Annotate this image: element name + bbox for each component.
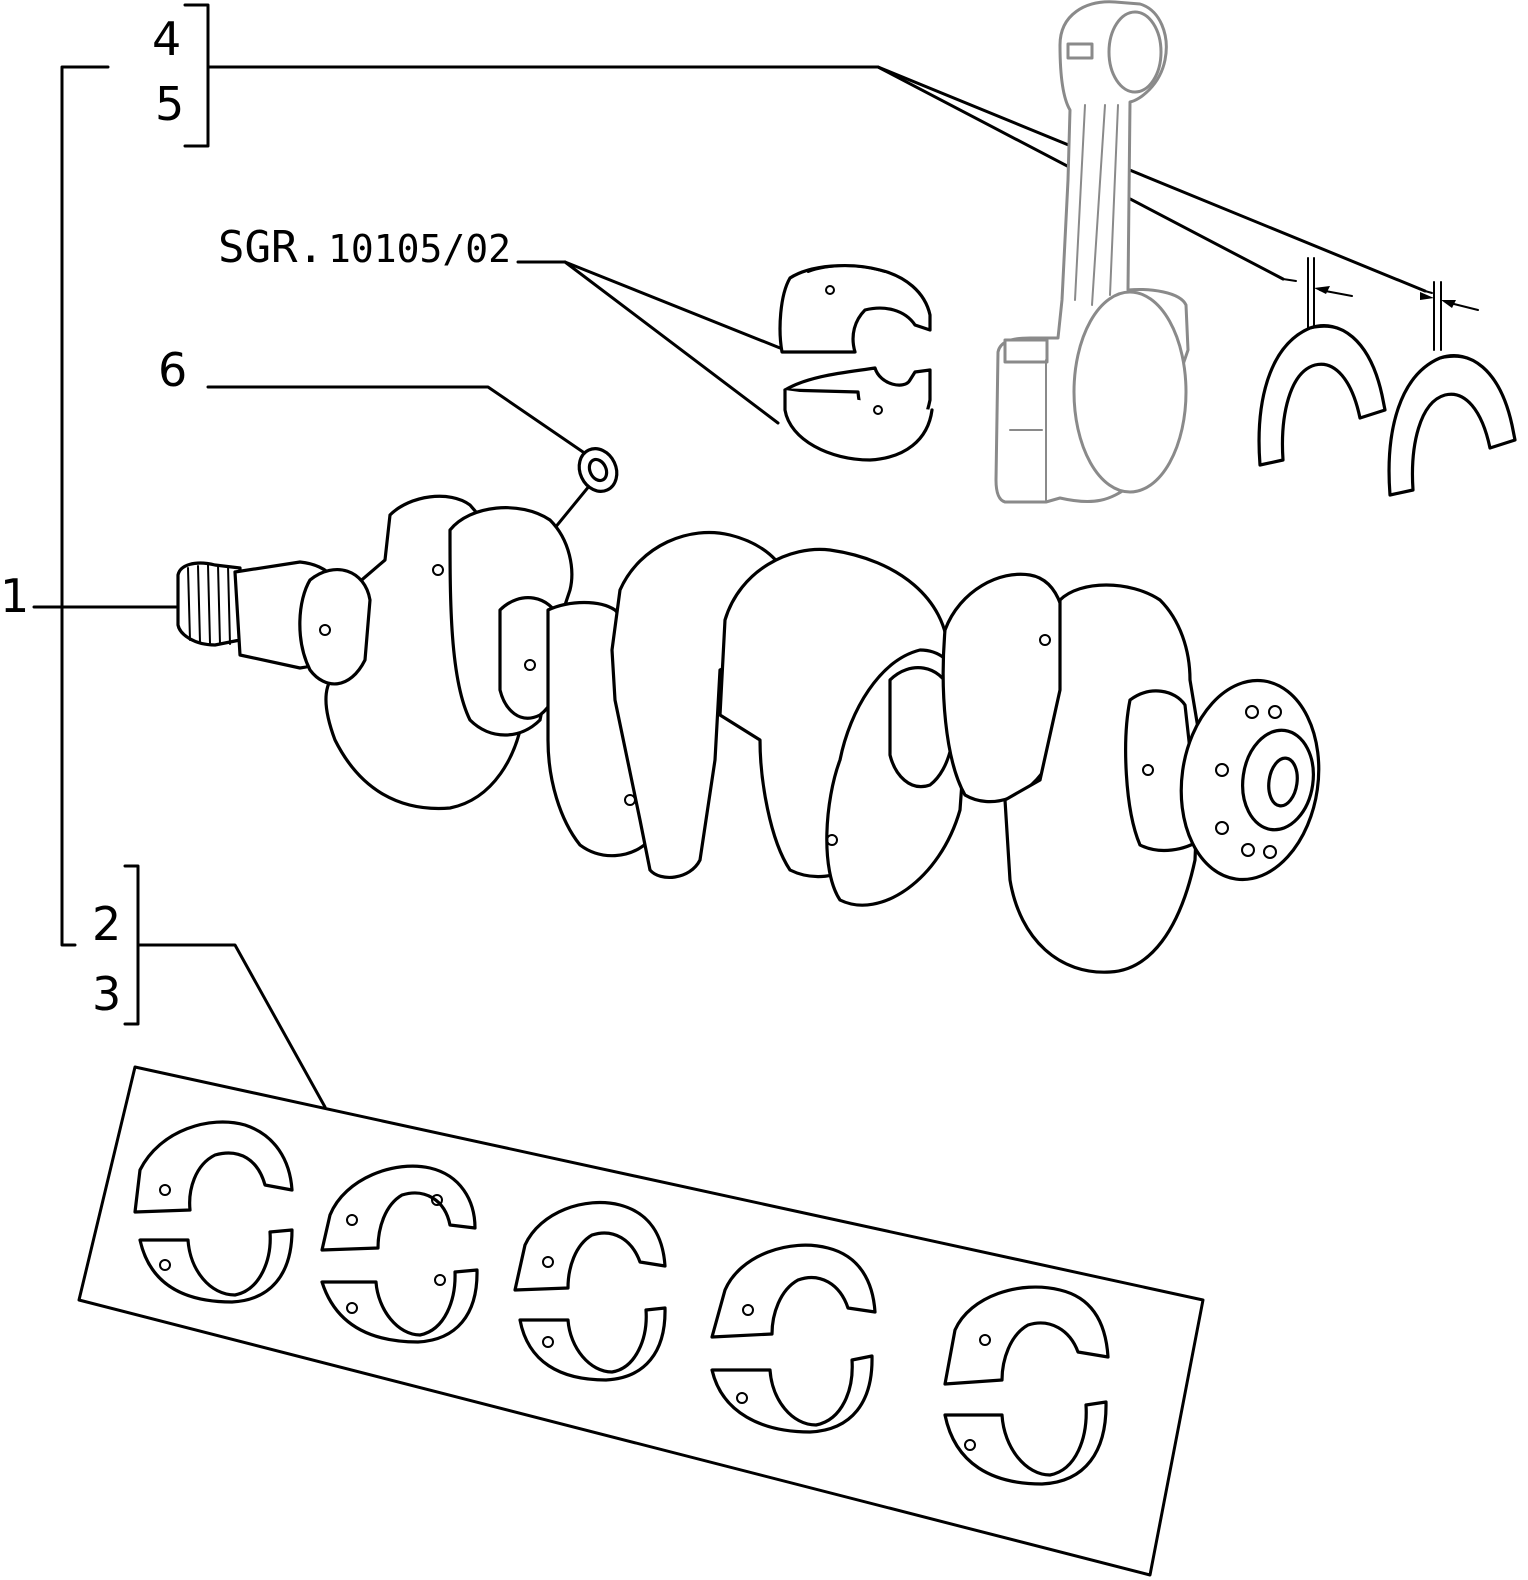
rod-bearing-shells: [778, 264, 934, 462]
reference-number: 10105/02: [328, 227, 511, 271]
reference-code: SGR.10105/02: [218, 222, 511, 273]
thrust-washers: [1257, 324, 1517, 497]
main-bearing-shell-5: [943, 1285, 1110, 1486]
callout-3: 3: [92, 967, 121, 1021]
reference-prefix: SGR.: [218, 222, 324, 273]
crankshaft: [176, 494, 1321, 974]
callout-1: 1: [0, 569, 29, 623]
main-bearing-shell-1: [133, 1120, 294, 1304]
callout-6: 6: [158, 343, 187, 397]
leader-lines: [32, 3, 1479, 1109]
connecting-rod: [994, 0, 1190, 504]
callout-5: 5: [155, 77, 184, 131]
main-bearing-set: [77, 1065, 1205, 1577]
callout-labels: 4 5 6 1 2 3 SGR.10105/02: [0, 12, 511, 1021]
main-bearing-shell-2: [320, 1164, 479, 1344]
seal-ring: [577, 447, 619, 493]
callout-4: 4: [152, 12, 181, 66]
callout-2: 2: [92, 897, 121, 951]
main-bearing-shell-4: [710, 1243, 877, 1434]
main-bearing-shell-3: [513, 1200, 667, 1382]
